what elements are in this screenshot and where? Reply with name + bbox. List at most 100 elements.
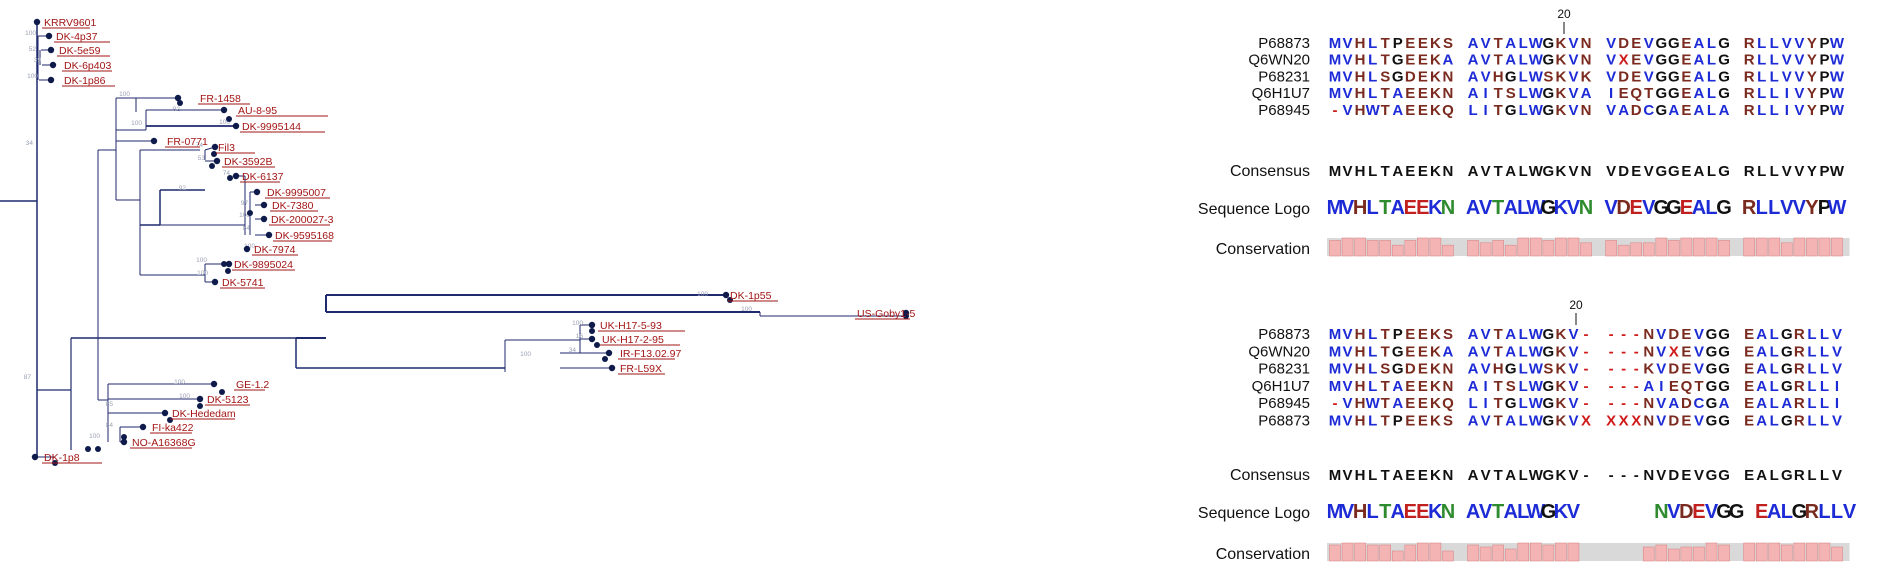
residue: E (1405, 35, 1415, 52)
logo-letter: L (1768, 197, 1780, 219)
residue: E (1744, 361, 1754, 378)
residue: A (1505, 326, 1516, 343)
bootstrap-value: 100 (741, 306, 752, 313)
conservation-bar (1555, 237, 1567, 257)
residue: A (1392, 378, 1403, 395)
residue: V (1832, 361, 1842, 378)
residue: G (1706, 326, 1718, 343)
residue: W (1830, 68, 1845, 85)
residue: - (1621, 361, 1626, 378)
residue: W (1529, 361, 1544, 378)
sequence-id: Q6H1U7 (1252, 378, 1310, 395)
consensus-residue: - (1609, 467, 1614, 484)
consensus-residue: G (1655, 163, 1667, 180)
conservation-bar (1517, 542, 1530, 562)
residue: K (1430, 378, 1441, 395)
residue: X (1631, 413, 1641, 430)
consensus-residue: V (1782, 163, 1792, 180)
leaf-label: DK-9995007 (267, 187, 326, 199)
residue: L (1519, 413, 1528, 430)
leaf-label: DK-7974 (254, 244, 296, 256)
consensus-residue: W (1529, 163, 1544, 180)
residue: - (1584, 326, 1589, 343)
residue: K (1430, 413, 1441, 430)
residue: M (1329, 413, 1342, 430)
consensus-residue: L (1820, 467, 1829, 484)
conservation-bar (1743, 237, 1755, 257)
residue: G (1718, 361, 1730, 378)
consensus-residue: - (1621, 467, 1626, 484)
conservation-bar (1354, 237, 1366, 257)
leaf-node (605, 349, 613, 357)
bootstrap-value: 100 (244, 243, 255, 250)
sequence-id: P68873 (1258, 35, 1310, 52)
sequence-id: P68231 (1258, 361, 1310, 378)
leaf-node (47, 46, 55, 54)
consensus-residue: L (1519, 163, 1528, 180)
residue: L (1757, 35, 1766, 52)
residue: E (1405, 102, 1415, 119)
residue: V (1606, 102, 1616, 119)
residue: - (1584, 361, 1589, 378)
logo-letter: G (1716, 501, 1732, 523)
residue: G (1392, 343, 1404, 360)
residue: R (1794, 395, 1805, 412)
residue: A (1756, 343, 1767, 360)
residue: R (1744, 85, 1755, 102)
residue: V (1656, 395, 1666, 412)
leaf-node (33, 18, 41, 26)
residue: H (1493, 68, 1504, 85)
residue: W (1529, 378, 1544, 395)
internal-node-dot (225, 268, 231, 274)
residue: M (1329, 343, 1342, 360)
residue: K (1430, 326, 1441, 343)
residue: E (1631, 68, 1641, 85)
residue: G (1781, 326, 1793, 343)
logo-letter: T (1492, 501, 1504, 523)
internal-node-dot (121, 434, 127, 440)
residue: V (1794, 52, 1804, 69)
residue: V (1794, 102, 1804, 119)
bootstrap-value: 100 (239, 212, 250, 219)
conservation-bar (1492, 240, 1504, 257)
logo-letter: E (1416, 197, 1429, 219)
residue: S (1443, 413, 1453, 430)
residue: V (1481, 68, 1491, 85)
residue: A (1756, 361, 1767, 378)
residue: P (1819, 68, 1829, 85)
residue: E (1418, 102, 1428, 119)
residue: - (1634, 395, 1639, 412)
logo-letter: V (1604, 197, 1618, 219)
residue: E (1405, 52, 1415, 69)
conservation-bar (1354, 542, 1366, 562)
residue: W (1529, 68, 1544, 85)
logo-letter: V (1479, 501, 1493, 523)
logo-letter: G (1666, 197, 1682, 219)
residue: L (1820, 413, 1829, 430)
residue: A (1392, 102, 1403, 119)
consensus-residue: G (1543, 163, 1555, 180)
residue: H (1493, 361, 1504, 378)
residue: - (1621, 343, 1626, 360)
leaf-label: FR-L59X (620, 363, 662, 375)
residue: N (1443, 361, 1454, 378)
residue: K (1555, 326, 1566, 343)
residue: T (1494, 326, 1503, 343)
residue: - (1621, 326, 1626, 343)
residue: - (1634, 343, 1639, 360)
conservation-bar (1718, 544, 1730, 562)
residue: E (1669, 378, 1679, 395)
residue: E (1418, 35, 1428, 52)
residue: G (1655, 68, 1667, 85)
conservation-bar (1391, 550, 1404, 562)
residue: K (1643, 361, 1654, 378)
residue: E (1744, 413, 1754, 430)
residue: G (1655, 35, 1667, 52)
residue: L (1770, 85, 1779, 102)
conservation-bar (1479, 546, 1492, 562)
logo-letter: L (1367, 197, 1379, 219)
internal-node-dot (177, 100, 183, 106)
residue: A (1443, 343, 1454, 360)
